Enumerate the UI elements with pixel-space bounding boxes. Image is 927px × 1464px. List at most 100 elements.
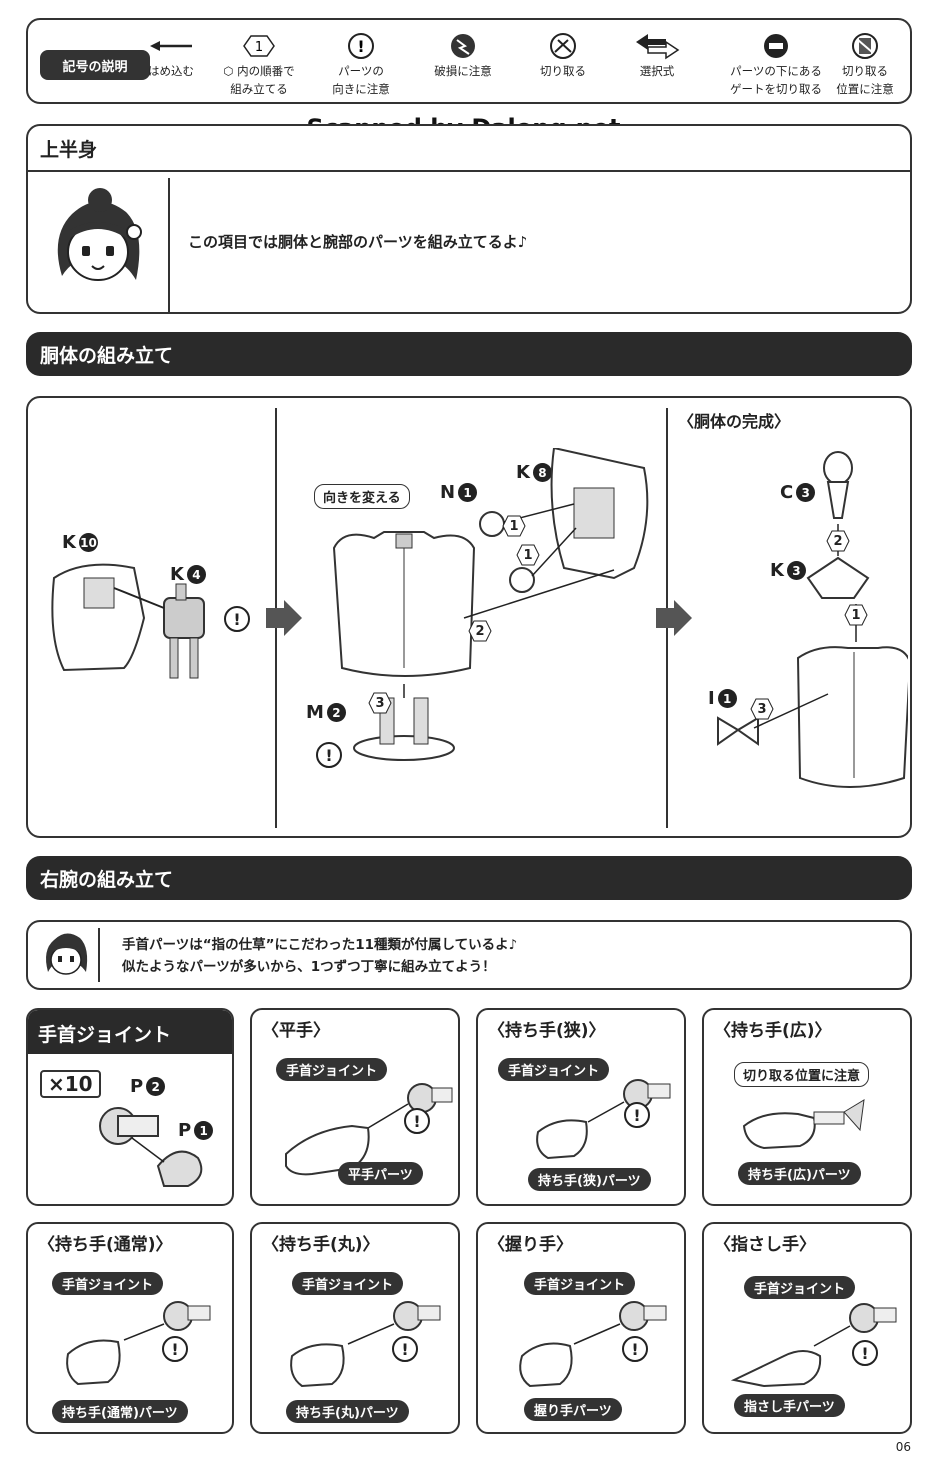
break-warning-icon: [451, 34, 475, 58]
grip-wide-illustration: [742, 1099, 865, 1150]
upper-body-panel: 上半身 この項目では胴体と腕部のパーツを組み立てるよ♪: [26, 124, 912, 314]
legend-label: 破損に注意: [434, 64, 492, 78]
cut-position-icon: [852, 33, 878, 59]
legend-tag: 記号の説明: [40, 50, 150, 80]
legend-label: 選択式: [639, 64, 675, 78]
legend-item-orientation: ! パーツの 向きに注意: [306, 32, 416, 98]
step-hex: 1: [502, 515, 526, 537]
hex-number-icon: 1: [243, 35, 275, 57]
right-arm-speech: 手首パーツは“指の仕草”にこだわった11種類が付属しているよ♪ 似たようなパーツ…: [122, 934, 517, 978]
legend-label: パーツの下にある: [730, 64, 822, 78]
joint-pill: 手首ジョイント: [292, 1272, 404, 1295]
warning-icon: !: [392, 1336, 418, 1362]
torso-front-assembly: [332, 448, 649, 761]
warning-icon: !: [624, 1102, 650, 1128]
cell-title: 〈持ち手(広)〉: [714, 1021, 832, 1041]
step-hex: 2: [468, 620, 492, 642]
cell-title: 〈指さし手〉: [714, 1235, 816, 1255]
part-pill: 持ち手(通常)パーツ: [52, 1400, 188, 1423]
note-box: 向きを変える: [314, 484, 410, 509]
cell-grip-wide: 〈持ち手(広)〉 切り取る位置に注意 持ち手(広)パーツ: [702, 1008, 912, 1206]
cell-flat-hand: 〈平手〉 手首ジョイント ! 平手パーツ: [250, 1008, 460, 1206]
torso-complete-assembly: [717, 451, 908, 788]
warning-icon: !: [316, 742, 342, 768]
cell-title: 〈握り手〉: [488, 1235, 573, 1255]
cell-title: 手首ジョイント: [38, 1024, 172, 1046]
complete-title: 〈胴体の完成〉: [678, 412, 791, 431]
svg-text:!: !: [357, 37, 364, 56]
joint-pill: 手首ジョイント: [744, 1276, 856, 1299]
legend-label: はめ込む: [148, 64, 194, 78]
part-pill: 持ち手(広)パーツ: [738, 1162, 861, 1185]
legend-label: パーツの: [338, 64, 384, 78]
joint-pill: 手首ジョイント: [276, 1058, 388, 1081]
torso-section-header: 胴体の組み立て: [26, 332, 912, 376]
joint-pill: 手首ジョイント: [524, 1272, 636, 1295]
cut-position-note: 切り取る位置に注意: [734, 1062, 870, 1087]
warning-icon: !: [622, 1336, 648, 1362]
cut-icon: [550, 33, 576, 59]
pointing-hand-illustration: [730, 1303, 897, 1388]
fist-illustration: [519, 1301, 667, 1388]
joint-pill: 手首ジョイント: [498, 1058, 610, 1081]
upper-body-speech: この項目では胴体と腕部のパーツを組み立てるよ♪: [188, 233, 528, 251]
part-pill: 握り手パーツ: [524, 1398, 622, 1421]
torso-panel: K10 K4 ! 向きを変える N1 N1 K8 M2 1 1 2 3 ! 〈胴…: [26, 396, 912, 838]
legend-item-insert: はめ込む: [116, 32, 226, 80]
quantity-badge: ×10: [40, 1070, 101, 1098]
svg-text:1: 1: [255, 40, 263, 55]
choice-arrow-icon: [636, 34, 680, 60]
cell-grip-normal: 〈持ち手(通常)〉 手首ジョイント ! 持ち手(通常)パーツ: [26, 1222, 234, 1434]
legend-item-choice: 選択式: [602, 32, 712, 80]
legend-label: 切り取る: [842, 64, 888, 78]
legend-label: 組み立てる: [230, 82, 288, 96]
upper-body-title: 上半身: [28, 126, 910, 172]
cell-pointing-hand: 〈指さし手〉 手首ジョイント ! 指さし手パーツ: [702, 1222, 912, 1434]
cell-grip-round: 〈持ち手(丸)〉 手首ジョイント ! 持ち手(丸)パーツ: [250, 1222, 460, 1434]
legend-label: 向きに注意: [332, 82, 390, 96]
character-avatar: [57, 188, 142, 281]
speech-line: 手首パーツは“指の仕草”にこだわった11種類が付属しているよ♪: [122, 937, 518, 953]
right-arm-intro: 手首パーツは“指の仕草”にこだわった11種類が付属しているよ♪ 似たようなパーツ…: [26, 920, 912, 990]
legend-box: 記号の説明 はめ込む 1 ⬡ 内の順番で 組み立てる ! パーツの 向きに注意 …: [26, 18, 912, 104]
part-pill: 持ち手(狭)パーツ: [528, 1168, 651, 1191]
grip-round-illustration: [290, 1301, 441, 1388]
legend-label: ゲートを切り取る: [730, 82, 822, 96]
warning-icon: !: [852, 1340, 878, 1366]
cell-title: 〈持ち手(丸)〉: [262, 1235, 380, 1255]
grip-normal-illustration: [66, 1301, 211, 1386]
step-hex: 1: [844, 604, 868, 626]
legend-item-gate-cut: パーツの下にある ゲートを切り取る: [716, 32, 836, 98]
warning-icon: !: [348, 33, 374, 59]
warning-icon: !: [224, 606, 250, 632]
step-hex: 3: [368, 692, 392, 714]
legend-label: 切り取る: [540, 64, 586, 78]
legend-item-break: 破損に注意: [408, 32, 518, 80]
cell-title: 〈持ち手(通常)〉: [38, 1235, 173, 1255]
joint-pill: 手首ジョイント: [52, 1272, 164, 1295]
step-hex: 1: [516, 544, 540, 566]
step-hex: 2: [826, 530, 850, 552]
part-pill: 指さし手パーツ: [734, 1394, 845, 1417]
wrist-joint-parts: [99, 1107, 203, 1187]
grip-narrow-illustration: [536, 1079, 671, 1160]
step-hex: 3: [750, 698, 774, 720]
cell-fist: 〈握り手〉 手首ジョイント ! 握り手パーツ: [476, 1222, 686, 1434]
part-pill: 平手パーツ: [338, 1162, 423, 1185]
cell-title: 〈平手〉: [262, 1021, 330, 1041]
legend-item-cut: 切り取る: [508, 32, 618, 80]
legend-label: 位置に注意: [836, 82, 894, 96]
torso-back-part: [51, 563, 205, 679]
gate-cut-icon: [764, 34, 788, 58]
part-pill: 持ち手(丸)パーツ: [286, 1400, 409, 1423]
